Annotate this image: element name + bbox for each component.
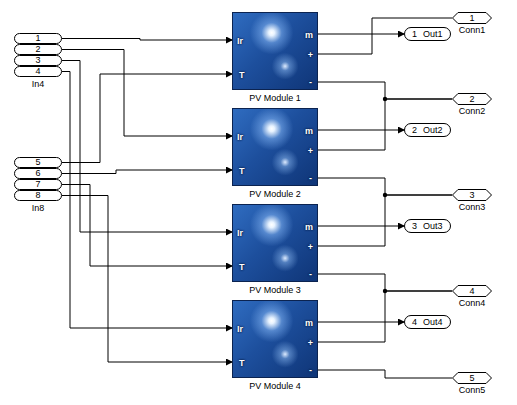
port-label: m — [305, 319, 313, 328]
inport-block: 3 — [14, 55, 62, 66]
port-number: 2 — [35, 45, 40, 54]
block-name: PV Module 3 — [249, 286, 301, 295]
signal-line — [62, 39, 232, 41]
inport-block: 6 — [14, 168, 62, 179]
signal-line — [62, 185, 232, 267]
port-number: 2 — [452, 95, 492, 104]
physical-connection — [318, 99, 452, 150]
port-number: 8 — [35, 191, 40, 200]
connection-port: 2Conn2 — [452, 93, 492, 105]
port-name: Out2 — [423, 126, 443, 135]
inport-block: 2 — [14, 44, 62, 55]
port-number: 4 — [452, 287, 492, 296]
signal-line — [62, 50, 232, 137]
signal-line — [62, 196, 232, 363]
signal-line — [62, 170, 232, 174]
bus-port-name: In8 — [14, 204, 62, 213]
port-number: 3 — [452, 191, 492, 200]
outport-block: 2 Out2 — [404, 123, 451, 137]
port-label: T — [239, 71, 245, 80]
bus-port-name: In4 — [14, 80, 62, 89]
signal-line — [318, 34, 404, 35]
pv-module-block: IrTm+-PV Module 1 — [232, 12, 318, 90]
terminal-label: - — [309, 366, 312, 375]
pv-module-block: IrTm+-PV Module 3 — [232, 204, 318, 282]
signal-line — [62, 74, 232, 163]
terminal-label: + — [308, 51, 313, 60]
port-label: Ir — [237, 325, 243, 334]
physical-connection — [318, 274, 452, 291]
port-number: 3 — [412, 222, 417, 231]
physical-connection — [318, 18, 452, 54]
port-name: Out4 — [423, 318, 443, 327]
physical-connection — [318, 82, 452, 99]
port-name: Conn3 — [459, 203, 486, 212]
physical-connection — [318, 178, 452, 195]
port-name: Conn5 — [459, 386, 486, 395]
port-number: 4 — [35, 67, 40, 76]
terminal-label: + — [308, 147, 313, 156]
terminal-label: - — [309, 270, 312, 279]
pv-module-block: IrTm+-PV Module 4 — [232, 300, 318, 378]
block-name: PV Module 1 — [249, 94, 301, 103]
port-label: Ir — [237, 229, 243, 238]
port-number: 5 — [35, 158, 40, 167]
signal-line — [62, 72, 232, 329]
block-name: PV Module 4 — [249, 382, 301, 391]
port-number: 1 — [35, 34, 40, 43]
connection-port: 4Conn4 — [452, 285, 492, 297]
signal-line — [318, 226, 404, 227]
port-label: m — [305, 127, 313, 136]
pv-module-block: IrTm+-PV Module 2 — [232, 108, 318, 186]
inport-block: 4 — [14, 66, 62, 77]
port-label: T — [239, 167, 245, 176]
port-number: 7 — [35, 180, 40, 189]
port-label: Ir — [237, 37, 243, 46]
inport-block: 5 — [14, 157, 62, 168]
inport-block: 1 — [14, 33, 62, 44]
port-number: 2 — [412, 126, 417, 135]
port-number: 6 — [35, 169, 40, 178]
outport-block: 1 Out1 — [404, 27, 451, 41]
terminal-label: + — [308, 339, 313, 348]
signal-line — [318, 130, 404, 131]
outport-block: 3 Out3 — [404, 219, 451, 233]
terminal-label: + — [308, 243, 313, 252]
port-number: 1 — [452, 14, 492, 23]
port-name: Conn2 — [459, 107, 486, 116]
port-number: 5 — [452, 374, 492, 383]
physical-connection — [318, 195, 452, 246]
port-label: Ir — [237, 133, 243, 142]
connection-port: 3Conn3 — [452, 189, 492, 201]
connection-port: 5Conn5 — [452, 372, 492, 384]
port-label: m — [305, 31, 313, 40]
port-name: Conn1 — [459, 26, 486, 35]
port-number: 3 — [35, 56, 40, 65]
signal-line — [62, 61, 232, 233]
terminal-label: - — [309, 174, 312, 183]
block-name: PV Module 2 — [249, 190, 301, 199]
port-name: Conn4 — [459, 299, 486, 308]
inport-block: 7 — [14, 179, 62, 190]
inport-block: 8 — [14, 190, 62, 201]
port-label: m — [305, 223, 313, 232]
signal-line — [318, 322, 404, 323]
outport-block: 4 Out4 — [404, 315, 451, 329]
port-number: 4 — [412, 318, 417, 327]
connection-port: 1Conn1 — [452, 12, 492, 24]
physical-connection — [318, 370, 452, 378]
port-number: 1 — [412, 30, 417, 39]
port-label: T — [239, 263, 245, 272]
port-name: Out1 — [423, 30, 443, 39]
port-label: T — [239, 359, 245, 368]
port-name: Out3 — [423, 222, 443, 231]
terminal-label: - — [309, 78, 312, 87]
physical-connection — [318, 291, 452, 342]
